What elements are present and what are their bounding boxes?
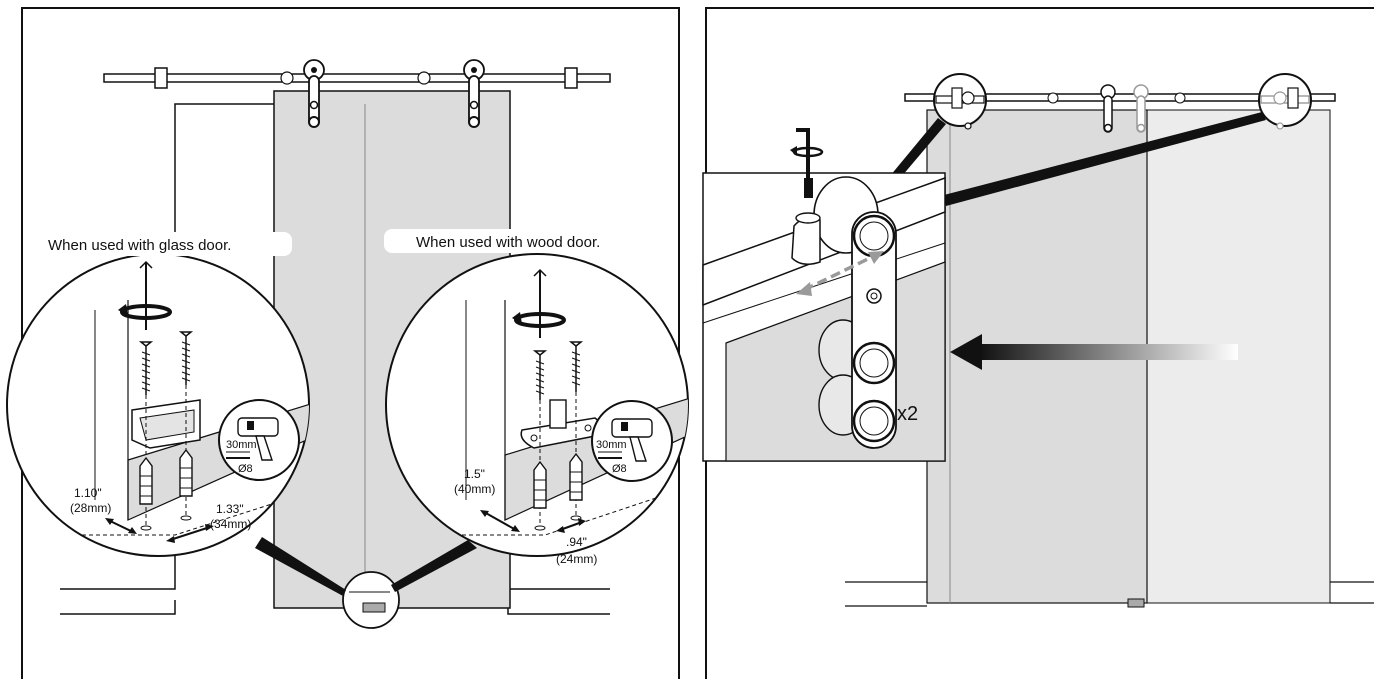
- sliding-rail: [103, 73, 611, 83]
- wood-drill-diameter: Ø8: [612, 463, 627, 475]
- quantity-label: x2: [897, 403, 918, 425]
- glass-door-caption: When used with glass door.: [48, 237, 231, 254]
- wood-height-in: 1.5": [464, 467, 485, 481]
- wood-spacing-mm: (24mm): [556, 552, 597, 566]
- hex-key-icon: [796, 128, 810, 178]
- right-panel: x2: [702, 7, 1374, 679]
- drill-inset-glass: 30mm Ø8: [218, 399, 300, 481]
- glass-spacing-in: 1.33": [216, 502, 244, 516]
- rail-end-stopper-right: [564, 67, 578, 89]
- roller-hanger-middle-ghost: [1133, 84, 1149, 133]
- wood-drill-depth: 30mm: [596, 439, 627, 451]
- glass-door-detail: 30mm Ø8 When used with glass door. 1.10"…: [6, 232, 310, 557]
- rail-callout-left: [933, 73, 987, 130]
- glass-height-in: 1.10": [74, 486, 102, 500]
- leader-glass: [255, 537, 346, 596]
- rail-end-stopper-left: [154, 67, 168, 89]
- glass-drill-diameter: Ø8: [238, 463, 253, 475]
- wood-door-caption: When used with wood door.: [416, 234, 600, 251]
- wood-height-mm: (40mm): [454, 482, 495, 496]
- rail-callout-right: [1258, 73, 1312, 130]
- wood-spacing-in: .94": [566, 535, 587, 549]
- left-panel: 30mm Ø8 When used with glass door. 1.10"…: [6, 7, 689, 679]
- wood-door-detail: 30mm Ø8 When used with wood door. 1.5" (…: [384, 229, 689, 566]
- roller-hanger-right: [463, 59, 485, 128]
- glass-spacing-mm: (34mm): [210, 517, 251, 531]
- leader-wood: [391, 540, 477, 592]
- roller-hanger-left: [303, 59, 325, 128]
- drill-inset-wood: 30mm Ø8: [591, 400, 673, 482]
- floor-guide-callout: [342, 571, 400, 629]
- glass-drill-depth: 30mm: [226, 439, 257, 451]
- slide-direction-arrow: [950, 334, 1238, 370]
- sliding-rail-right: [904, 93, 1336, 102]
- roller-hanger-middle: [1100, 84, 1116, 133]
- glass-height-mm: (28mm): [70, 501, 111, 515]
- roller-detail-box: x2: [702, 128, 946, 462]
